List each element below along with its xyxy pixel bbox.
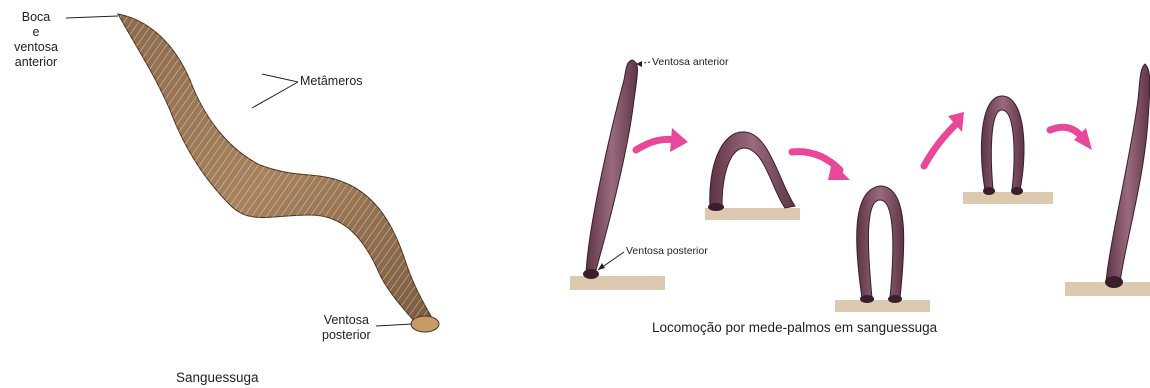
label-posterior-sucker-right: Ventosa posterior — [626, 244, 708, 259]
label-mouth-line1: Boca — [8, 10, 64, 25]
ground-stage-4 — [963, 192, 1053, 204]
leech-illustration — [0, 0, 560, 388]
leech-stage-2 — [710, 132, 795, 208]
label-mouth-line2: e — [8, 25, 64, 40]
label-posterior-sucker: Ventosa posterior — [322, 313, 371, 343]
label-metameres: Metâmeros — [300, 74, 363, 89]
arrow-1 — [636, 128, 688, 152]
leader-segments-1 — [262, 74, 298, 82]
posterior-sucker — [411, 316, 439, 332]
label-mouth-line4: anterior — [8, 55, 64, 70]
leech-stage-4 — [981, 96, 1024, 190]
leech-anatomy-figure: Boca e ventosa anterior Metâmeros Ventos… — [0, 0, 560, 388]
label-mouth-line3: ventosa — [8, 40, 64, 55]
leech-stage-3 — [857, 186, 904, 298]
leader-mouth — [66, 16, 118, 18]
ground-stage-1 — [570, 276, 665, 290]
arrow-2 — [792, 152, 850, 180]
arrow-3 — [924, 112, 964, 166]
label-anterior-sucker: Ventosa anterior — [652, 55, 728, 70]
locomotion-figure: Ventosa anterior Ventosa posterior Locom… — [560, 0, 1150, 388]
leader-posterior — [376, 324, 412, 326]
label-mouth-anterior-sucker: Boca e ventosa anterior — [8, 10, 64, 70]
arrow-4 — [1050, 127, 1092, 150]
label-posterior-line2: posterior — [322, 328, 371, 343]
label-posterior-line1: Ventosa — [322, 313, 371, 328]
caption-locomotion: Locomoção por mede-palmos em sanguessuga — [652, 320, 937, 335]
leader-segments-2 — [252, 82, 298, 108]
leech-stage-1 — [586, 60, 638, 274]
caption-leech: Sanguessuga — [176, 370, 259, 385]
leech-stage-5 — [1106, 64, 1150, 282]
ground-stage-3 — [835, 300, 930, 312]
